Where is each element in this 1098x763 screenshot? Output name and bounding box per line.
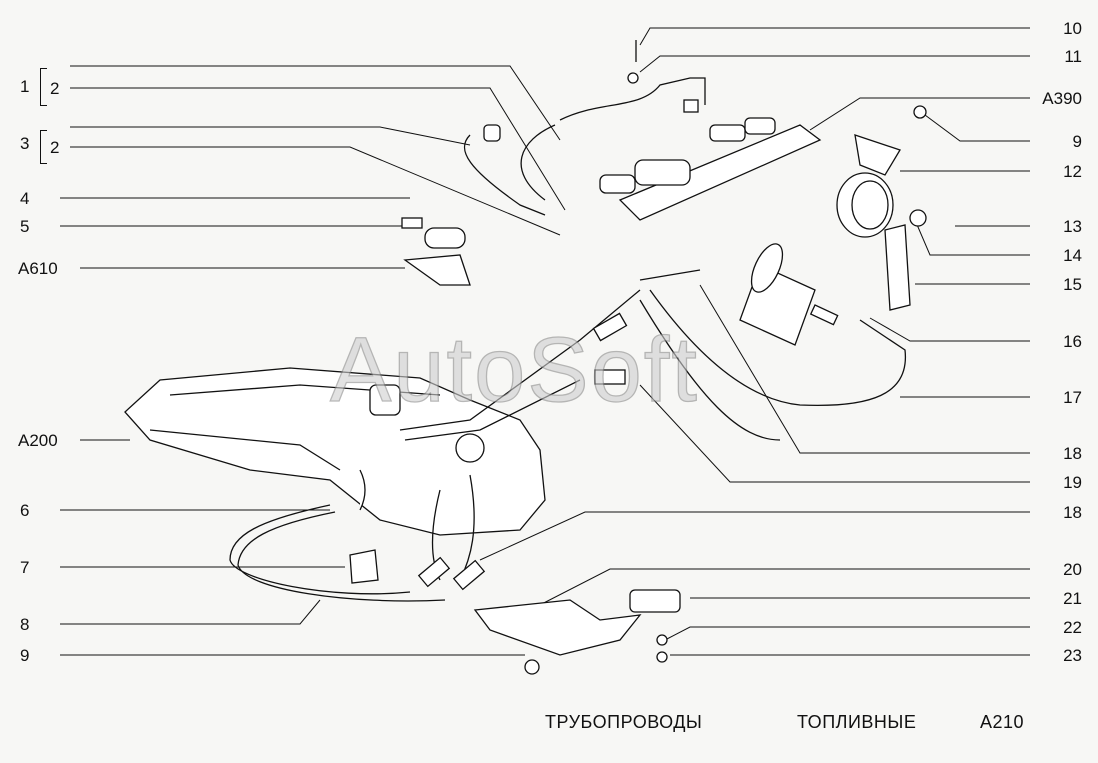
filter-clamp xyxy=(836,105,927,311)
leader-18a xyxy=(699,284,1030,454)
a610-grommet xyxy=(424,227,466,249)
label-4: 4 xyxy=(20,189,30,208)
label-20: 20 xyxy=(1063,560,1082,579)
leader-11 xyxy=(639,55,1030,73)
label-19: 19 xyxy=(1063,473,1082,492)
label-21: 21 xyxy=(1063,589,1082,608)
leader-9r xyxy=(924,114,1030,142)
leader-22 xyxy=(664,626,1030,641)
label-1-2: 2 xyxy=(50,79,60,98)
rail-pipes xyxy=(463,77,706,216)
shield-20 xyxy=(473,599,642,656)
leader-16 xyxy=(869,317,1030,342)
clip-5 xyxy=(401,217,423,229)
bracket-3 xyxy=(40,130,47,164)
label-13: 13 xyxy=(1063,217,1082,236)
label-3: 3 xyxy=(20,134,30,153)
footer-code: A210 xyxy=(980,712,1025,732)
label-a610: A610 xyxy=(18,259,58,278)
washer-22 xyxy=(656,634,668,646)
leader-a390 xyxy=(809,97,1030,131)
small-parts xyxy=(349,40,681,675)
leader-8 xyxy=(60,599,321,625)
leader-1-2 xyxy=(70,87,566,211)
label-5: 5 xyxy=(20,217,30,236)
nut-23 xyxy=(656,651,668,663)
label-22: 22 xyxy=(1063,618,1082,637)
label-15: 15 xyxy=(1063,275,1082,294)
bracket-1 xyxy=(40,68,47,106)
leader-10 xyxy=(639,27,1030,46)
leader-18b xyxy=(479,511,1030,561)
watermark: AutoSoft xyxy=(329,318,699,421)
leader-19 xyxy=(639,384,1030,483)
label-16: 16 xyxy=(1063,332,1082,351)
label-a390: A390 xyxy=(1042,89,1082,108)
leader-3-2 xyxy=(70,146,561,236)
leader-20 xyxy=(529,568,1030,611)
label-18-upper: 18 xyxy=(1063,444,1082,463)
label-7: 7 xyxy=(20,558,30,577)
fuel-hoses xyxy=(399,269,907,441)
label-9-right: 9 xyxy=(1072,132,1082,151)
leader-3 xyxy=(70,126,471,146)
fuel-rail xyxy=(599,117,822,221)
leader-1 xyxy=(70,65,561,141)
mount-7 xyxy=(349,549,379,584)
label-a200: A200 xyxy=(18,431,58,450)
label-8: 8 xyxy=(20,615,30,634)
label-3-2: 2 xyxy=(50,138,60,157)
label-18-lower: 18 xyxy=(1063,503,1082,522)
label-9-left: 9 xyxy=(20,646,30,665)
leader-14 xyxy=(914,219,1030,256)
label-23: 23 xyxy=(1063,646,1082,665)
footer-title-1: ТРУБОПРОВОДЫ xyxy=(545,712,703,732)
label-17: 17 xyxy=(1063,388,1082,407)
leader-lines xyxy=(60,27,1030,656)
block-21 xyxy=(629,589,681,613)
fuel-tank xyxy=(124,367,546,536)
label-1: 1 xyxy=(20,77,30,96)
label-6: 6 xyxy=(20,501,30,520)
fuel-filter xyxy=(739,243,839,346)
tank-lines xyxy=(229,474,486,602)
label-12: 12 xyxy=(1063,162,1082,181)
footer-title-2: ТОПЛИВНЫЕ xyxy=(797,712,917,732)
nut-9 xyxy=(524,659,540,675)
label-10: 10 xyxy=(1063,19,1082,38)
label-14: 14 xyxy=(1063,246,1082,265)
a610-bracket xyxy=(403,254,471,286)
washer-11 xyxy=(627,72,639,84)
label-11: 11 xyxy=(1064,47,1082,66)
